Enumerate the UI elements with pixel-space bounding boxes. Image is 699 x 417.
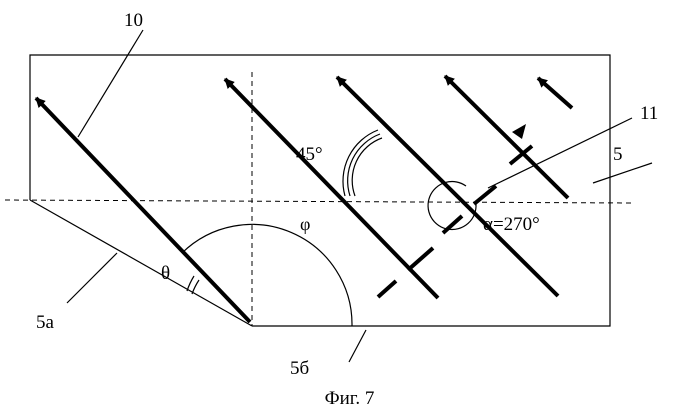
angle-45-arc <box>343 130 382 196</box>
label-5b: 5б <box>290 358 309 379</box>
label-5a: 5а <box>36 312 55 333</box>
label-11: 11 <box>640 103 658 124</box>
arrow-2 <box>225 79 438 298</box>
small-triangle-marker <box>512 124 526 139</box>
frame-outline <box>30 55 610 326</box>
arrow-1 <box>36 98 250 322</box>
label-45-degrees: 45° <box>296 144 323 165</box>
label-5: 5 <box>613 144 623 165</box>
arrow-4 <box>445 76 568 198</box>
label-phi: φ <box>300 214 310 234</box>
label-theta: θ <box>161 263 170 284</box>
label-alpha-270: α=270° <box>483 214 540 235</box>
arrow-5 <box>538 78 572 108</box>
label-10: 10 <box>124 10 143 31</box>
arrow-3 <box>337 77 558 296</box>
lower-slanted-edge <box>30 200 252 326</box>
direction-arrows <box>36 76 572 322</box>
horizontal-dashed-line <box>5 200 632 203</box>
theta-arc <box>187 276 199 294</box>
figure-caption: Фиг. 7 <box>0 388 699 410</box>
